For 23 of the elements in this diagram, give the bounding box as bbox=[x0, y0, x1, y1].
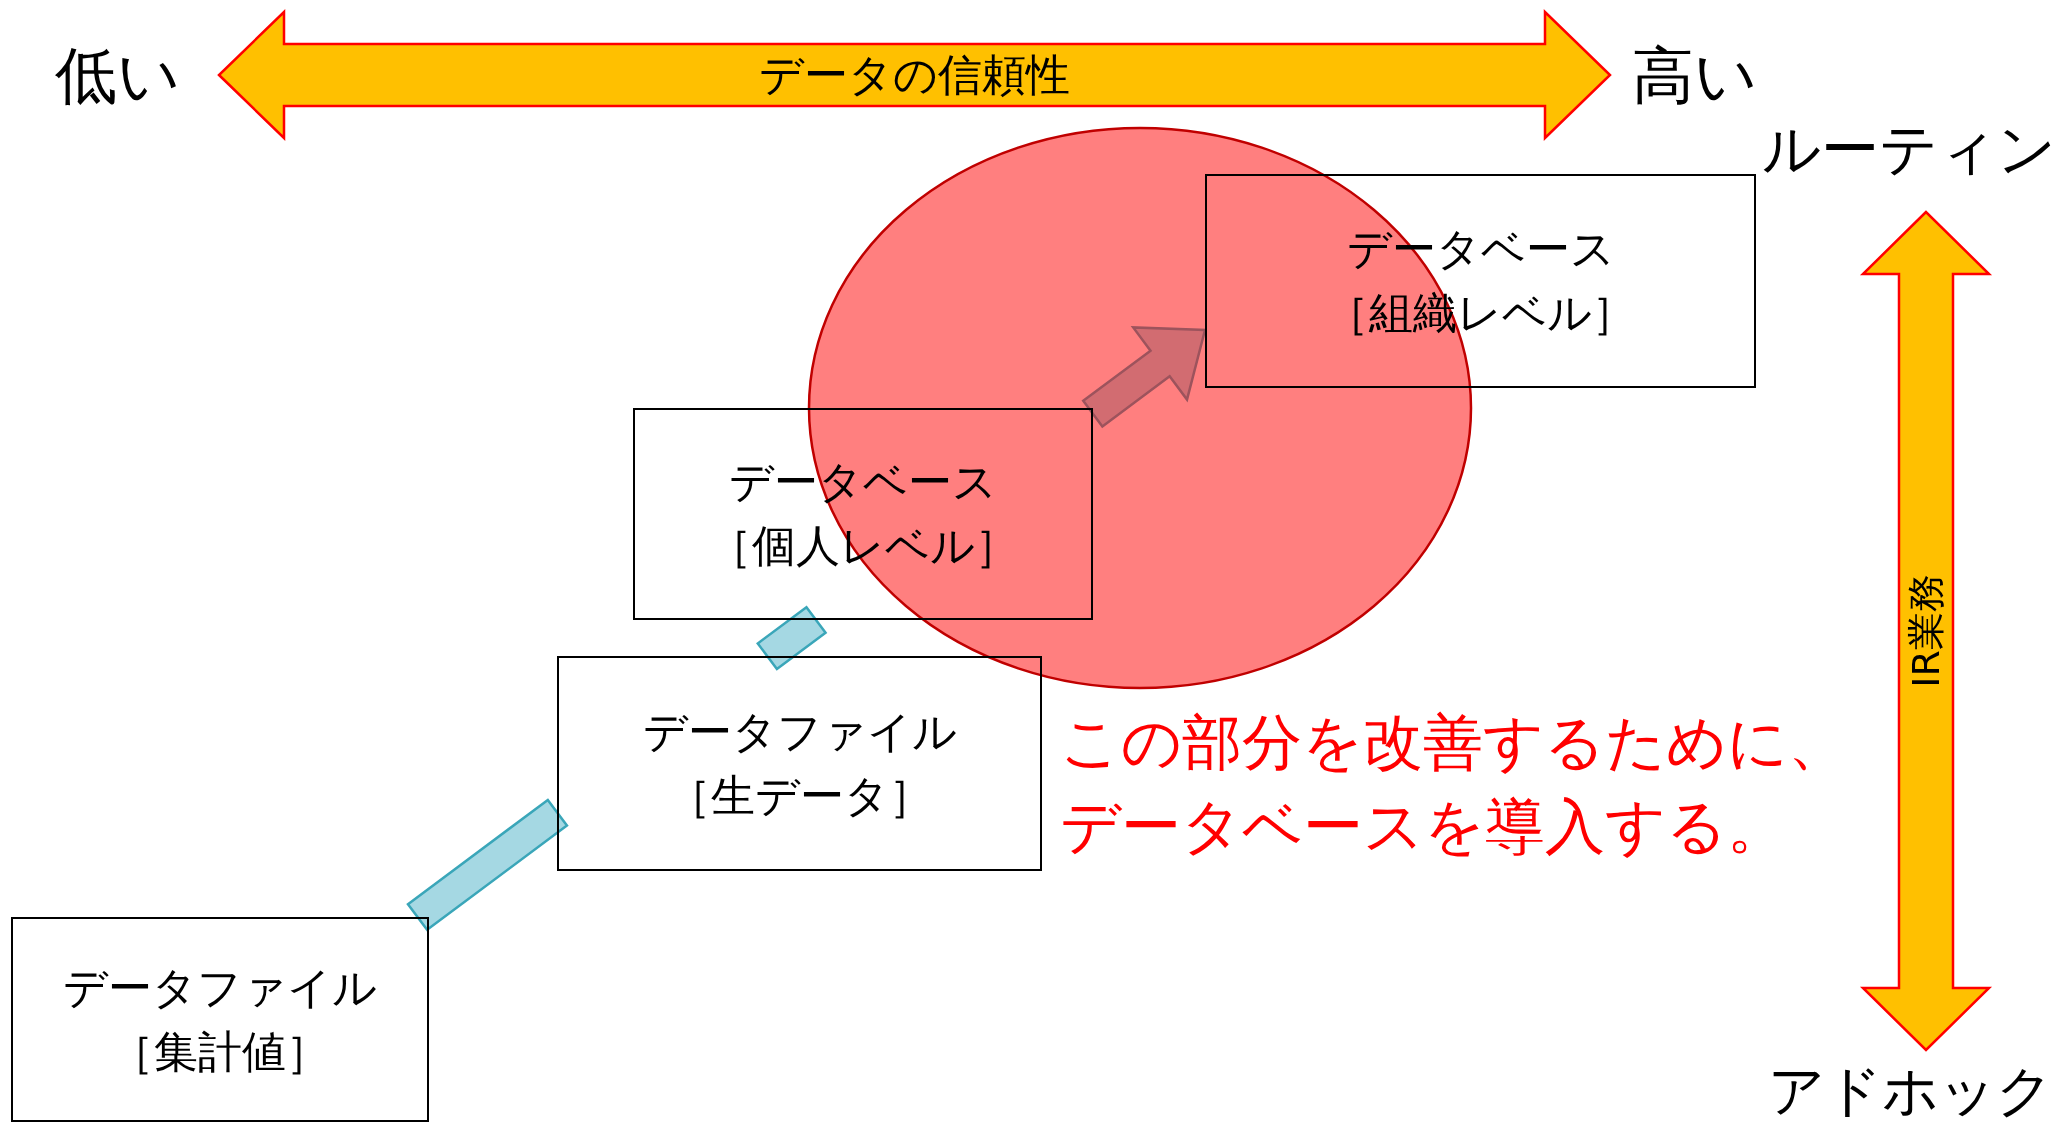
box-title: データファイル bbox=[642, 704, 957, 759]
edge-label: データの信頼性 bbox=[759, 53, 1070, 97]
growth-arrow bbox=[1081, 326, 1207, 429]
process-box bbox=[557, 656, 1042, 871]
box-subtitle: ［集計値］ bbox=[110, 1024, 330, 1079]
growth-arrow bbox=[406, 798, 569, 932]
scale-label: 高い bbox=[1632, 42, 1772, 114]
double-arrow bbox=[217, 9, 1612, 141]
process-box bbox=[1205, 174, 1756, 388]
process-box bbox=[11, 917, 429, 1122]
box-title: データファイル bbox=[63, 960, 377, 1015]
box-title: データベース bbox=[729, 455, 997, 510]
edge-label: IR業務 bbox=[1907, 574, 1945, 688]
annotation-text: この部分を改善するために、データベースを導入する。 bbox=[1060, 706, 1849, 863]
scale-label: ルーティン bbox=[1762, 118, 2064, 186]
box-subtitle: ［組織レベル］ bbox=[1325, 286, 1636, 340]
double-arrow bbox=[1859, 210, 1993, 1052]
scale-label: アドホック bbox=[1768, 1060, 2069, 1126]
growth-arrow bbox=[756, 605, 828, 671]
scale-label: 低い bbox=[55, 42, 195, 114]
box-subtitle: ［個人レベル］ bbox=[707, 519, 1019, 573]
box-subtitle: ［生データ］ bbox=[666, 768, 933, 823]
process-box bbox=[633, 408, 1093, 620]
